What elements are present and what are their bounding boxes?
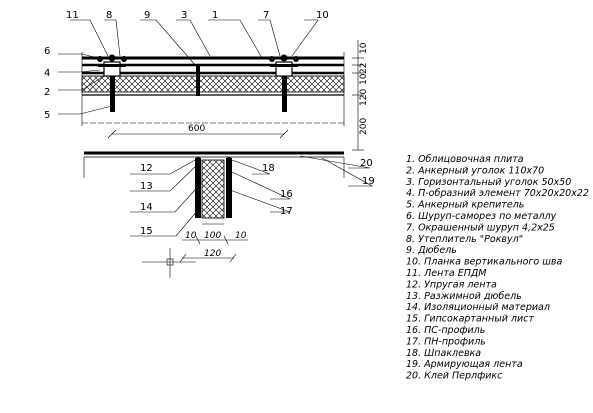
- expansion-dowel-left: [195, 157, 201, 163]
- legend-item: 13. Разжимной дюбель: [406, 291, 522, 302]
- legend-item: 11. Лента ЕПДМ: [406, 268, 486, 279]
- legend-item: 14. Изоляционный материал: [406, 302, 550, 313]
- callout-15: 15: [140, 226, 153, 237]
- gypsum-board-right: [226, 158, 232, 218]
- dim-bottom-10-right: 10: [235, 231, 247, 241]
- dowel-center: [196, 66, 200, 96]
- callout-14: 14: [140, 202, 153, 213]
- legend-item: 7. Окрашенный шуруп 4,2х25: [406, 222, 555, 233]
- top-wall-section: [81, 52, 345, 126]
- epdm-tape-right: [270, 64, 298, 67]
- callout-9: 9: [144, 10, 150, 21]
- gypsum-board-left: [195, 158, 201, 218]
- callout-3: 3: [181, 10, 187, 21]
- legend-item: 12. Упругая лента: [406, 279, 497, 290]
- callout-13: 13: [140, 181, 153, 192]
- dim-right-22: 22: [359, 63, 369, 74]
- legend-item: 5. Анкерный крепитель: [406, 200, 524, 211]
- legend-item: 6. Шуруп-саморез по металлу: [406, 211, 557, 222]
- callout-2: 2: [44, 87, 50, 98]
- legend-item: 8. Утеплитель "Роквул": [406, 234, 523, 245]
- anchor-fastener-right: [282, 66, 287, 112]
- callout-7: 7: [263, 10, 269, 21]
- legend-item: 2. Анкерный уголок 110х70: [406, 165, 544, 176]
- legend-item: 10. Планка вертикального шва: [406, 257, 563, 268]
- callout-10: 10: [316, 10, 329, 21]
- callout-20: 20: [360, 158, 373, 169]
- callout-19: 19: [362, 176, 375, 187]
- insulation-layer: [81, 75, 345, 93]
- legend-item: 1. Облицовочная плита: [406, 154, 524, 165]
- screw-left-a: [97, 56, 103, 62]
- screw-right-b: [280, 54, 288, 62]
- legend-item: 15. Гипсокартанный лист: [406, 314, 534, 325]
- legend-item: 17. ПН-профиль: [406, 336, 486, 347]
- dim-right-10-top: 10: [359, 42, 369, 54]
- screw-right-c: [293, 56, 299, 62]
- callout-4: 4: [44, 68, 50, 79]
- epdm-tape-left: [98, 64, 126, 67]
- screw-right-a: [269, 56, 275, 62]
- dim-600: 600: [188, 124, 205, 134]
- partition-junction: [83, 151, 345, 225]
- legend-item: 4. П-образний элемент 70х20х20х22: [406, 188, 589, 199]
- right-dimension-chain: [352, 40, 364, 151]
- expansion-dowel-right: [226, 157, 232, 163]
- bottom-dimension-chain: [142, 235, 248, 278]
- screw-left-b: [108, 54, 116, 62]
- screw-left-c: [121, 56, 127, 62]
- dim-right-120: 120: [359, 89, 369, 106]
- callout-12: 12: [140, 163, 153, 174]
- anchor-fastener-left: [110, 66, 115, 112]
- callout-8: 8: [106, 10, 112, 21]
- dim-right-10-bottom: 10: [359, 73, 369, 85]
- dim-bottom-100: 100: [204, 231, 221, 241]
- callout-6: 6: [44, 46, 50, 57]
- legend-item: 19. Армирующая лента: [406, 359, 523, 370]
- callout-17: 17: [280, 206, 293, 217]
- legend-item: 20. Клей Перлфикс: [406, 371, 503, 382]
- dim-bottom-120: 120: [204, 249, 221, 259]
- legend-item: 16. ПС-профиль: [406, 325, 485, 336]
- legend-item: 18. Шпаклевка: [406, 348, 481, 359]
- callout-18: 18: [262, 163, 275, 174]
- callout-11: 11: [66, 10, 79, 21]
- legend-item: 3. Горизонтальный уголок 50х50: [406, 177, 571, 188]
- dim-bottom-10-left: 10: [185, 231, 197, 241]
- top-leaders: [58, 19, 319, 115]
- callout-5: 5: [44, 110, 50, 121]
- lower-leaders: [130, 155, 374, 237]
- callout-16: 16: [280, 189, 293, 200]
- callout-1: 1: [212, 10, 218, 21]
- legend-item: 9. Дюбель: [406, 245, 457, 256]
- span-dimension: [107, 129, 289, 139]
- partition-insulation: [201, 159, 225, 219]
- dim-right-200: 200: [359, 118, 369, 135]
